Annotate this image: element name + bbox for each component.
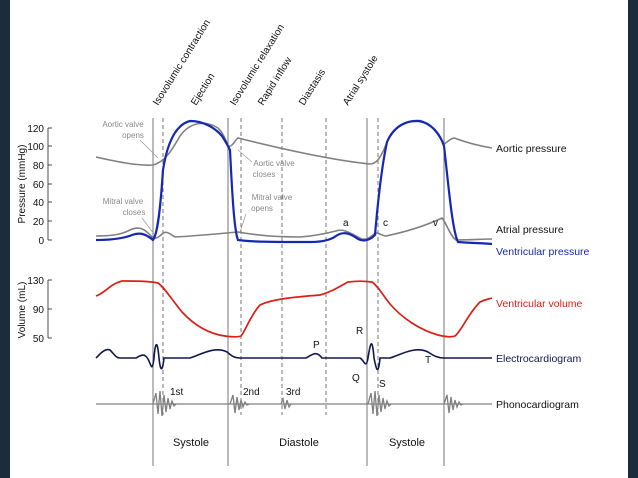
mitral-valve-closes-label-1: Mitral valve <box>103 197 144 206</box>
phase-label-diastasis: Diastasis <box>297 67 328 107</box>
volume-tick-130: 130 <box>27 276 44 287</box>
atrial-pressure-curve <box>95 217 493 241</box>
cycle-label-systole-2: Systole <box>389 437 425 449</box>
phase-label-atrial-systole: Atrial systole <box>341 53 381 107</box>
volume-axis: 130 90 50 Volume (mL) <box>17 276 52 345</box>
wave-label-c: c <box>383 218 388 229</box>
pressure-axis-label: Pressure (mmHg) <box>17 145 28 224</box>
ecg-label-q: Q <box>352 373 360 384</box>
pressure-tick-80: 80 <box>33 161 45 172</box>
pressure-tick-60: 60 <box>33 180 45 191</box>
cycle-labels: Systole Diastole Systole <box>173 437 425 449</box>
heart-sound-3rd: 3rd <box>286 387 300 398</box>
heart-sound-1st: 1st <box>170 387 184 398</box>
heart-sound-2nd: 2nd <box>243 387 260 398</box>
slide-frame: Isovolumic contraction Ejection Isovolum… <box>10 0 628 478</box>
ventricular-volume-curve <box>95 280 493 338</box>
ecg-label-r: R <box>356 326 363 337</box>
valve-annotations: Aortic valve opens Mitral valve closes A… <box>102 120 295 235</box>
cardiac-cycle-diagram: Isovolumic contraction Ejection Isovolum… <box>17 18 590 466</box>
volume-tick-90: 90 <box>33 305 45 316</box>
pressure-tick-40: 40 <box>33 198 45 209</box>
pressure-tick-100: 100 <box>27 142 44 153</box>
cycle-label-diastole: Diastole <box>279 437 319 449</box>
trace-label-electrocardiogram: Electrocardiogram <box>496 353 581 365</box>
aortic-valve-opens-label-2: opens <box>122 131 144 140</box>
cycle-label-systole-1: Systole <box>173 437 209 449</box>
trace-label-aortic-pressure: Aortic pressure <box>496 143 567 155</box>
aortic-valve-closes-label-2: closes <box>253 170 276 179</box>
electrocardiogram-curve <box>95 343 492 371</box>
phase-label-ejection: Ejection <box>189 72 217 108</box>
phonocardiogram-trace <box>96 390 492 417</box>
pressure-tick-120: 120 <box>27 124 44 135</box>
mitral-valve-opens-label-2: opens <box>251 204 273 213</box>
volume-axis-label: Volume (mL) <box>17 282 28 339</box>
trace-label-ventricular-pressure: Ventricular pressure <box>496 246 590 258</box>
mitral-valve-opens-label-1: Mitral valve <box>252 193 293 202</box>
ventricular-pressure-curve <box>95 119 493 246</box>
mitral-valve-closes-label-2: closes <box>123 208 146 217</box>
volume-tick-50: 50 <box>33 334 45 345</box>
wave-labels: a c v P R Q S T 1st 2nd 3rd <box>170 218 438 398</box>
pressure-tick-0: 0 <box>38 236 44 247</box>
aortic-valve-opens-label-1: Aortic valve <box>102 120 144 129</box>
phase-lines <box>152 118 445 466</box>
wave-label-a: a <box>343 218 349 229</box>
phase-labels: Isovolumic contraction Ejection Isovolum… <box>151 18 381 108</box>
trace-label-ventricular-volume: Ventricular volume <box>496 298 583 310</box>
trace-label-phonocardiogram: Phonocardiogram <box>496 399 579 411</box>
ecg-label-p: P <box>313 340 320 351</box>
trace-label-atrial-pressure: Atrial pressure <box>496 224 564 236</box>
ecg-label-t: T <box>425 355 431 366</box>
ecg-label-s: S <box>379 379 386 390</box>
pressure-tick-20: 20 <box>33 217 45 228</box>
aortic-valve-closes-label-1: Aortic valve <box>253 159 295 168</box>
wave-label-v: v <box>433 218 438 229</box>
pressure-axis: 120 100 80 60 40 20 0 Pressure (mmHg) <box>17 124 52 247</box>
trace-labels: Aortic pressure Atrial pressure Ventricu… <box>496 143 590 411</box>
